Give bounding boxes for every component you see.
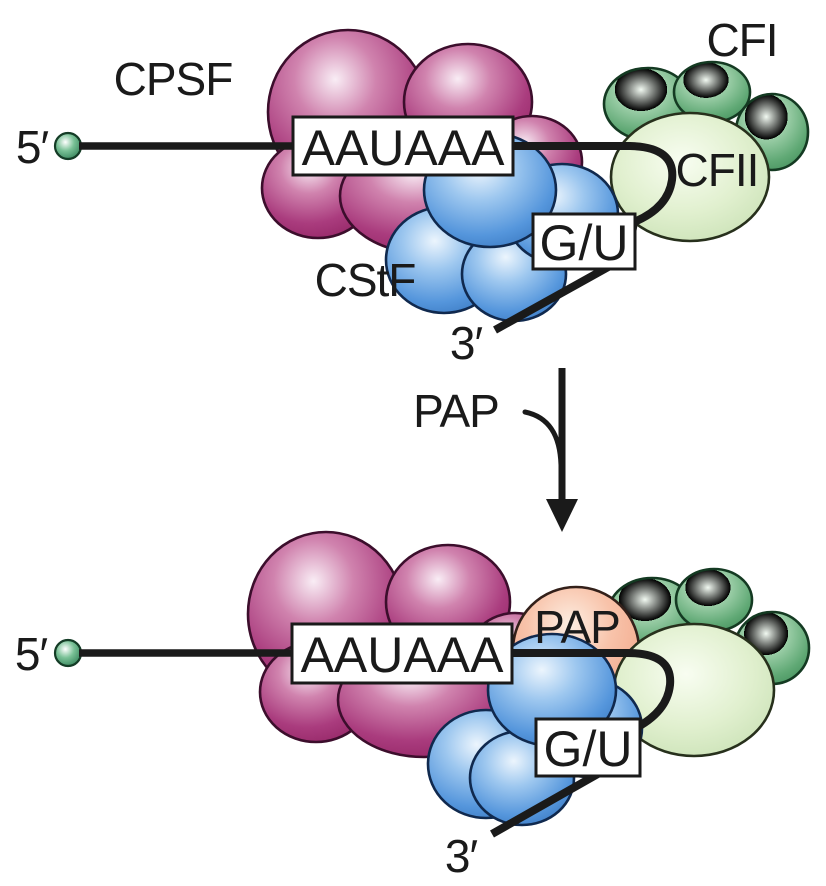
pap-joining-curve	[522, 409, 564, 468]
gu-signal-text: G/U	[540, 215, 629, 271]
reaction-arrow: PAP	[413, 368, 578, 532]
bottom-complex: AAUAAA G/U PAP 5′ 3′	[15, 530, 811, 882]
five-prime-cap-ball-bottom	[53, 638, 83, 668]
gu-signal-text-bottom: G/U	[544, 721, 633, 777]
five-prime-label-top: 5′	[16, 121, 49, 173]
cpsf-label: CPSF	[114, 53, 233, 105]
five-prime-label-bottom: 5′	[15, 628, 48, 680]
aauaaa-signal-text-bottom: AAUAAA	[301, 627, 505, 683]
rna-strand-hairpin	[493, 142, 677, 334]
gu-signal-box-bottom	[534, 717, 642, 778]
cfi-label: CFI	[706, 14, 777, 66]
three-prime-label-top: 3′	[450, 317, 483, 369]
cstf-label: CStF	[315, 254, 416, 306]
five-prime-cap-ball	[53, 131, 83, 161]
aauaaa-signal-box-bottom	[290, 622, 514, 685]
top-complex: AAUAAA G/U CPSF CFI CFII CStF 5′ 3′	[16, 14, 810, 369]
cfi-blob	[674, 567, 754, 633]
aauaaa-signal-box	[291, 115, 515, 177]
pap-enzyme-label: PAP	[413, 385, 499, 437]
pap-complex-label: PAP	[534, 601, 620, 653]
aauaaa-signal-text: AAUAAA	[302, 120, 506, 176]
cfii-label: CFII	[676, 144, 759, 196]
arrow-head	[546, 499, 578, 532]
three-prime-label-bottom: 3′	[445, 830, 478, 882]
gu-signal-box	[531, 212, 637, 271]
